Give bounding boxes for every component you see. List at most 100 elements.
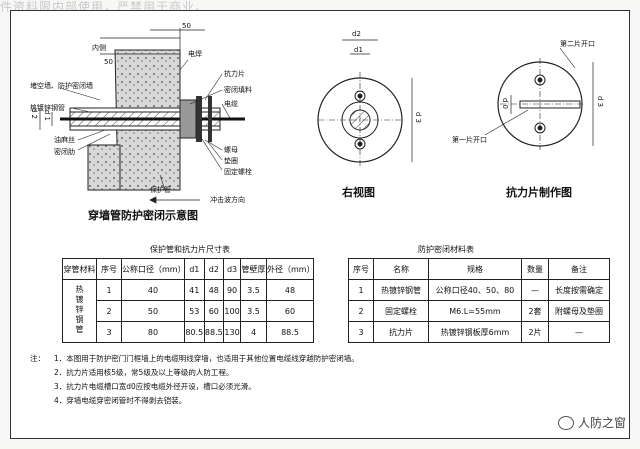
table-cell: 3.5 bbox=[240, 300, 267, 322]
right-view-caption: 右视图 bbox=[342, 186, 375, 199]
size-table: 穿管材料 序号 公称口径（mm） d1 d2 d3 管壁厚 外径（mm） 热镀锌… bbox=[62, 258, 315, 343]
table-row: 3 抗力片 热镀锌钢板厚6mm 2片 — bbox=[348, 321, 610, 343]
watermark-text: 人防之窗 bbox=[577, 416, 626, 430]
table1-title: 保护管和抗力片尺寸表 bbox=[150, 245, 230, 254]
label-inner: 内侧 bbox=[92, 44, 106, 52]
dim-d1: d1 bbox=[43, 110, 51, 123]
table-cell: 48 bbox=[266, 279, 314, 301]
notes-list: 1．本图用于防护密门门框墙上的电缆明线穿墙，也适用于其他位置电缆线穿越防护密闭墙… bbox=[54, 352, 359, 408]
note-item: 1．本图用于防护密门门框墙上的电缆明线穿墙，也适用于其他位置电缆线穿越防护密闭墙… bbox=[54, 354, 359, 363]
table-cell: 2 bbox=[348, 300, 374, 322]
table-header-row: 穿管材料 序号 公称口径（mm） d1 d2 d3 管壁厚 外径（mm） bbox=[62, 258, 315, 280]
label-weld: 电焊 bbox=[188, 50, 202, 58]
table-cell: 1 bbox=[348, 279, 374, 301]
table-header: 公称口径（mm） bbox=[121, 258, 186, 280]
table-cell: 2套 bbox=[521, 300, 549, 322]
table-header-row: 序号 名称 规格 数量 备注 bbox=[348, 258, 610, 280]
table-cell: 2 bbox=[96, 300, 122, 322]
table-cell: — bbox=[521, 279, 549, 301]
table-cell: 公称口径40、50、80 bbox=[428, 279, 522, 301]
notes-prefix: 注： bbox=[30, 354, 45, 363]
ap-first-open: 第一片开口 bbox=[452, 136, 487, 144]
table-row: 3 80 80.5 88.5 130 4 88.5 bbox=[63, 321, 314, 343]
label-seal-filler: 密闭填料 bbox=[224, 86, 252, 94]
table-cell: 4 bbox=[240, 321, 267, 343]
rv-dim-d1: d1 bbox=[354, 46, 363, 54]
table-cell: 60 bbox=[203, 300, 225, 322]
table-header: 规格 bbox=[428, 258, 522, 280]
table-header: 穿管材料 bbox=[62, 258, 97, 280]
left-dimension-lines bbox=[39, 28, 205, 204]
table-header: 序号 bbox=[348, 258, 374, 280]
table-header: 管壁厚 bbox=[240, 258, 267, 280]
table-cell: 53 bbox=[184, 300, 205, 322]
table-header: 名称 bbox=[373, 258, 429, 280]
anti-plate-drawing bbox=[484, 47, 594, 150]
material-text: 热镀锌钢管 bbox=[75, 285, 84, 335]
table-header: 数量 bbox=[521, 258, 549, 280]
table-cell: 3 bbox=[96, 321, 122, 343]
ap-dim-d0: d0 bbox=[501, 98, 509, 111]
label-anti-force: 抗力片 bbox=[224, 70, 245, 78]
right-view-drawing bbox=[317, 39, 413, 168]
ap-second-open: 第二片开口 bbox=[560, 40, 595, 48]
pipe-assembly bbox=[60, 96, 245, 142]
table-header: 备注 bbox=[548, 258, 610, 280]
table-row: 2 固定螺栓 M6.L=55mm 2套 附螺母及垫圈 bbox=[348, 300, 610, 322]
table-cell: 88.5 bbox=[266, 321, 314, 343]
table-header: d2 bbox=[203, 258, 225, 280]
table-cell: 130 bbox=[223, 321, 241, 343]
table-row: 1 热镀锌钢管 公称口径40、50、80 — 长度按需确定 bbox=[348, 279, 610, 301]
table-cell: 固定螺栓 bbox=[373, 300, 429, 322]
wechat-icon bbox=[557, 415, 574, 430]
table-header: 外径（mm） bbox=[266, 258, 315, 280]
label-blast: 冲击波方向 bbox=[210, 196, 245, 204]
material-cell: 热镀锌钢管 bbox=[62, 279, 97, 343]
dim-d2: d2 bbox=[30, 108, 38, 121]
leader-lines bbox=[59, 59, 231, 191]
table-cell: 附螺母及垫圈 bbox=[548, 300, 610, 322]
table-cell: 40 bbox=[121, 279, 185, 301]
table-cell: 80 bbox=[121, 321, 185, 343]
note-item: 2．抗力片适用核5级，常5级及以上等级的人防工程。 bbox=[54, 368, 234, 377]
table-cell: 41 bbox=[184, 279, 205, 301]
table-cell: 2片 bbox=[521, 321, 549, 343]
label-seal-ring: 密闭肋 bbox=[54, 148, 75, 156]
label-protect-pipe: 保护管 bbox=[150, 186, 171, 194]
table-cell: — bbox=[548, 321, 610, 343]
table-cell: 80.5 bbox=[184, 321, 205, 343]
table-cell: 长度按需确定 bbox=[548, 279, 610, 301]
table-cell: 3.5 bbox=[240, 279, 267, 301]
label-nut: 螺母 bbox=[224, 146, 238, 154]
material-table: 序号 名称 规格 数量 备注 1 热镀锌钢管 公称口径40、50、80 — 长度… bbox=[348, 258, 610, 343]
watermark: 人防之窗 bbox=[557, 414, 626, 431]
label-bolt: 固定螺栓 bbox=[224, 168, 252, 176]
table-cell: 热镀锌钢管 bbox=[373, 279, 429, 301]
ap-dim-d3: d3 bbox=[596, 96, 604, 109]
table-cell: 1 bbox=[96, 279, 122, 301]
table-cell: 60 bbox=[266, 300, 314, 322]
label-pipe: 热镀锌钢管 bbox=[30, 104, 65, 112]
rv-dim-d3: d3 bbox=[414, 112, 422, 125]
dim-left-50: 50 bbox=[104, 58, 113, 66]
table-cell: 90 bbox=[223, 279, 241, 301]
table-header: 序号 bbox=[96, 258, 122, 280]
rv-dim-d2: d2 bbox=[352, 30, 361, 38]
table-cell: 抗力片 bbox=[373, 321, 429, 343]
table-header: d1 bbox=[184, 258, 205, 280]
table-cell: 3 bbox=[348, 321, 374, 343]
label-blocker: 堵空墙、防护密闭墙 bbox=[30, 82, 93, 90]
drawing-sheet bbox=[10, 10, 630, 439]
dim-top-50: 50 bbox=[182, 22, 191, 30]
table-row: 热镀锌钢管 1 40 41 48 90 3.5 48 bbox=[62, 279, 314, 343]
table-row: 2 50 53 60 100 3.5 60 bbox=[63, 300, 314, 322]
table-cell: 热镀锌钢板厚6mm bbox=[428, 321, 522, 343]
label-washer: 垫圈 bbox=[224, 157, 238, 165]
note-item: 3．抗力片电缆槽口宽d0应按电缆外径开设，槽口必须光滑。 bbox=[54, 382, 256, 391]
table2-title: 防护密闭材料表 bbox=[418, 245, 474, 254]
table-cell: M6.L=55mm bbox=[428, 300, 522, 322]
table-header: d3 bbox=[223, 258, 241, 280]
table-cell: 50 bbox=[121, 300, 185, 322]
